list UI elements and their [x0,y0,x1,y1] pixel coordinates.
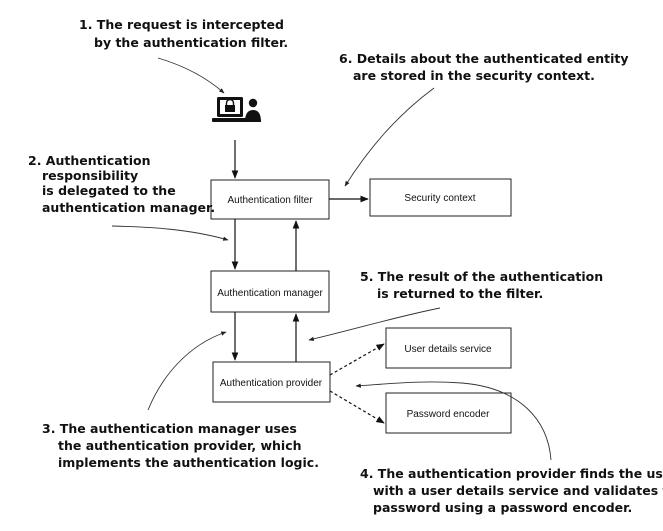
annotation-step6: 6. Details about the authenticated entit… [339,51,633,83]
authentication-manager-label: Authentication manager [217,288,323,299]
arrow-provider-to-user-details-service [329,343,385,376]
authentication-provider-label: Authentication provider [220,378,323,389]
laptop-user-lock-icon [212,97,261,122]
leader-step5 [308,307,441,341]
arrow-provider-to-password-encoder [329,390,385,424]
leader-step1 [157,57,225,94]
annotation-step3: 3. The authentication manager uses the a… [42,421,319,470]
password-encoder-label: Password encoder [407,409,490,420]
annotation-step5: 5. The result of the authentication is r… [360,269,608,301]
authentication-filter-label: Authentication filter [227,195,313,206]
annotation-step4: 4. The authentication provider finds the… [360,466,663,515]
authentication-filter-box: Authentication filter [210,179,330,220]
leader-step6 [344,87,435,187]
authentication-manager-box: Authentication manager [210,270,330,313]
security-context-box: Security context [369,178,512,217]
leader-step2 [111,225,229,241]
security-context-label: Security context [404,193,475,204]
password-encoder-box: Password encoder [385,392,512,434]
user-details-service-label: User details service [404,344,492,355]
leader-step3 [147,331,227,411]
user-details-service-box: User details service [385,327,512,369]
leader-step4 [355,381,552,461]
authentication-provider-box: Authentication provider [212,361,331,403]
annotation-step2: 2. Authentication responsibility is dele… [28,153,215,215]
annotation-step1: 1. The request is intercepted by the aut… [79,17,288,50]
